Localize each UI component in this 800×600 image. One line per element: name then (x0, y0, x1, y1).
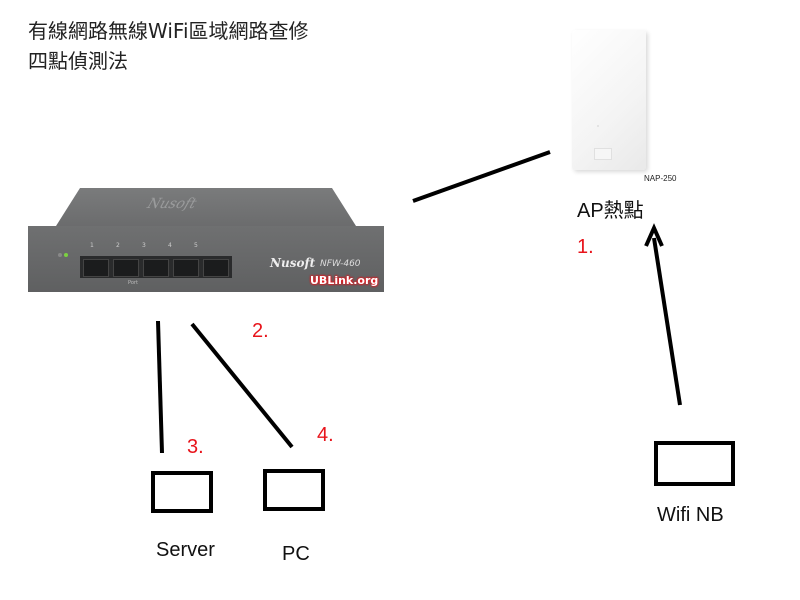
diagram-title: 有線網路無線WiFi區域網路查修 四點偵測法 (28, 16, 309, 76)
ap-port-cover (594, 148, 612, 160)
switch-model: NFW-460 (320, 259, 361, 269)
switch-top-panel (56, 188, 356, 226)
port-block (80, 256, 232, 278)
port-caption: Port (128, 280, 138, 286)
switch-device: Nusoft 1 2 3 4 5 Port Nusoft NFW-460 UBL… (28, 188, 384, 296)
ethernet-port-icon (143, 259, 169, 277)
port-number: 5 (194, 242, 198, 249)
ethernet-port-icon (113, 259, 139, 277)
port-number: 2 (116, 242, 120, 249)
ethernet-port-icon (203, 259, 229, 277)
link-switch-server (156, 320, 164, 454)
link-nb-ap (652, 237, 682, 406)
ethernet-port-icon (83, 259, 109, 277)
wifi-nb-label: Wifi NB (657, 504, 724, 526)
power-led-icon (58, 253, 62, 257)
access-point-device (572, 30, 646, 170)
ethernet-port-icon (173, 259, 199, 277)
watermark: UBLink.org (310, 274, 379, 287)
status-led-icon (64, 253, 68, 257)
title-line-2: 四點偵測法 (28, 49, 128, 73)
port-number: 4 (168, 242, 172, 249)
port-number: 3 (142, 242, 146, 249)
checkpoint-1: 1. (577, 236, 594, 258)
checkpoint-4: 4. (317, 424, 334, 446)
server-label: Server (156, 539, 215, 561)
arrow-head-icon (644, 223, 664, 247)
ap-led-icon (597, 125, 599, 127)
ap-label: AP熱點 (577, 200, 644, 222)
pc-box (263, 469, 325, 511)
checkpoint-2: 2. (252, 320, 269, 342)
port-number: 1 (90, 242, 94, 249)
ap-model: NAP-250 (644, 174, 677, 183)
title-line-1: 有線網路無線WiFi區域網路查修 (28, 19, 309, 43)
checkpoint-3: 3. (187, 436, 204, 458)
link-switch-ap (412, 150, 551, 203)
pc-label: PC (282, 543, 310, 565)
link-switch-pc (190, 322, 294, 449)
server-box (151, 471, 213, 513)
switch-brand-top: Nusoft (145, 196, 199, 212)
switch-brand-logo: Nusoft (270, 256, 316, 270)
wifi-nb-box (654, 441, 735, 486)
